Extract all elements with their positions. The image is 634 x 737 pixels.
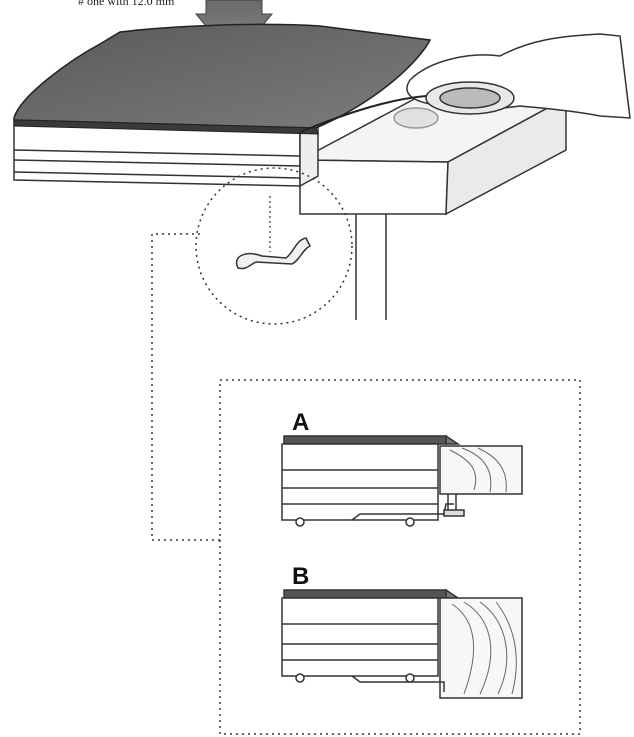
detail-connector xyxy=(151,233,220,541)
top-caption: # one with 12.0 mm xyxy=(78,0,175,8)
hand-illustration xyxy=(299,33,631,133)
clamp-bracket-icon xyxy=(235,237,312,270)
desk-surface xyxy=(299,95,569,320)
detail-zoom-circle xyxy=(195,167,353,325)
detail-b: B xyxy=(281,563,523,699)
device-lid xyxy=(13,23,432,135)
detail-box xyxy=(219,379,581,735)
detail-b-label: B xyxy=(292,563,309,590)
detail-a-label: A xyxy=(292,409,309,436)
detail-a: A xyxy=(281,409,523,527)
